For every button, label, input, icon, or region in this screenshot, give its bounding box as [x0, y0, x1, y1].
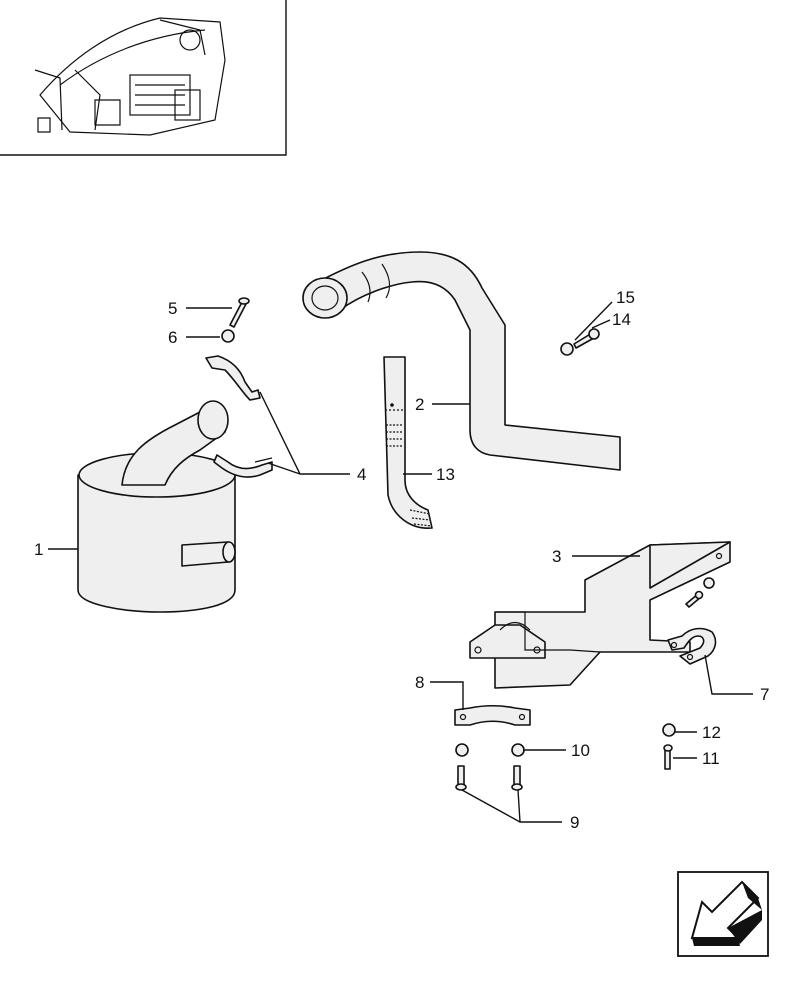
exhaust-pipe-part	[302, 251, 621, 471]
callout-11: 11	[702, 749, 720, 768]
callout-8: 8	[415, 673, 424, 692]
washer-part	[455, 743, 469, 757]
bolt-part	[573, 328, 600, 349]
callout-7: 7	[760, 685, 769, 704]
callout-3: 3	[552, 547, 561, 566]
washer-part	[662, 723, 676, 737]
callout-1: 1	[34, 540, 43, 559]
washer-part	[511, 743, 525, 757]
callout-14: 14	[612, 310, 631, 329]
bolt-part	[685, 590, 704, 608]
bolt-part	[455, 765, 467, 791]
callout-10: 10	[571, 741, 590, 760]
washer-part	[560, 342, 574, 356]
inset-thumbnail	[0, 0, 287, 156]
callout-9: 9	[570, 813, 579, 832]
clamp-part	[454, 704, 531, 726]
washer-part	[221, 329, 235, 343]
callout-4: 4	[357, 465, 366, 484]
callout-12: 12	[702, 723, 721, 742]
clamp-part	[205, 355, 273, 478]
muffler-part	[77, 400, 236, 613]
arrow-down-left-icon[interactable]	[677, 871, 769, 957]
callout-5: 5	[168, 299, 177, 318]
tractor-engine-thumbnail	[34, 17, 226, 136]
callout-2: 2	[415, 395, 424, 414]
callout-15: 15	[616, 288, 635, 307]
bolt-part	[663, 744, 673, 770]
bolt-part	[229, 297, 250, 328]
callout-13: 13	[436, 465, 455, 484]
leader-lines	[48, 301, 753, 823]
callout-6: 6	[168, 328, 177, 347]
strap-bracket-part	[383, 356, 433, 529]
clamp-part	[667, 627, 717, 665]
support-bracket-part	[469, 541, 731, 689]
washer-part	[703, 577, 715, 589]
bolt-part	[511, 765, 523, 791]
